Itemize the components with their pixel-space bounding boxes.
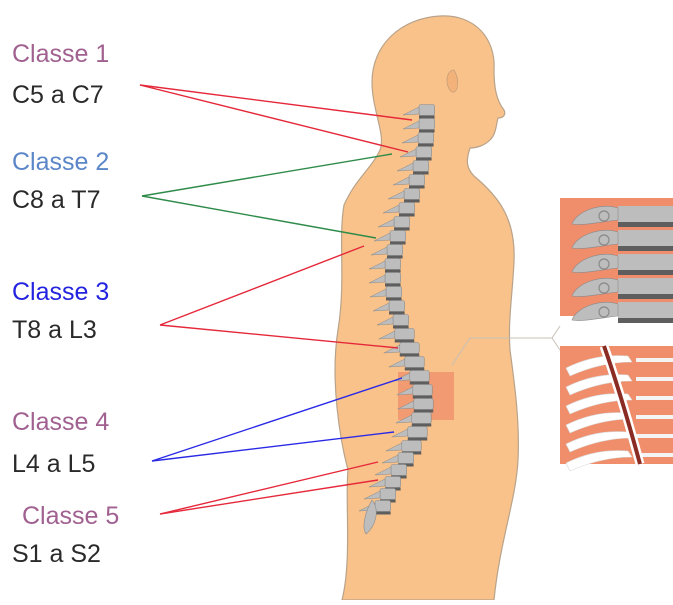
vertebra [412,413,432,424]
class-5-leader-line [160,462,378,514]
intervertebral-disc [405,368,425,371]
vertebra [394,217,410,228]
intervertebral-disc [408,438,428,441]
inset-rib-segment [636,377,673,381]
vertebra [390,231,406,242]
inset-rib-segment [636,415,673,419]
intervertebral-disc [419,130,435,133]
class-5-range: S1 a S2 [12,540,101,568]
inset-rib-segment [636,396,673,400]
intervertebral-disc [375,512,391,515]
inset-vertebra [618,302,673,318]
inset-disc [618,318,673,323]
vertebra [413,161,429,172]
vertebra [414,399,434,410]
intervertebral-disc [416,158,432,161]
class-2-title: Classe 2 [12,148,109,176]
class-3-leader-line [160,246,364,325]
vertebra [416,147,432,158]
intervertebral-disc [413,172,429,175]
vertebra [386,287,402,298]
intervertebral-disc [409,186,425,189]
inset-disc [618,222,673,227]
intervertebral-disc [400,354,420,357]
inset-disc [618,294,673,299]
intervertebral-disc [419,116,435,119]
intervertebral-disc [390,242,406,245]
intervertebral-disc [393,326,409,329]
intervertebral-disc [386,298,402,301]
vertebra [398,453,414,464]
intervertebral-disc [412,424,432,427]
class-1-title: Classe 1 [12,40,109,68]
vertebra [419,119,435,130]
inset-spinal-cord-closeup [560,346,673,471]
vertebra [402,441,422,452]
intervertebral-disc [404,200,420,203]
vertebra [385,259,401,270]
intervertebral-disc [399,214,415,217]
vertebra [409,175,425,186]
vertebra [413,385,433,396]
vertebra [385,477,401,488]
intervertebral-disc [394,228,410,231]
vertebra [387,245,403,256]
vertebra [375,501,391,512]
vertebra [410,371,430,382]
class-4-range: L4 a L5 [12,450,95,478]
vertebra [404,189,420,200]
class-5-leader-line [160,480,378,514]
vertebra [380,489,396,500]
class-1-leader-line [140,85,408,152]
intervertebral-disc [385,284,401,287]
intervertebral-disc [413,396,433,399]
inset-vertebra [618,230,673,246]
vertebra [399,203,415,214]
inset-rib-segment [636,358,673,362]
class-3-range: T8 a L3 [12,316,97,344]
vertebra [389,301,405,312]
inset-disc [618,270,673,275]
inset-vertebrae-closeup [560,198,673,323]
class-4-title: Classe 4 [12,408,109,436]
class-3-title: Classe 3 [12,278,109,306]
class-5-title: Classe 5 [22,502,119,530]
vertebra [395,329,415,340]
class-1-range: C5 a C7 [12,81,104,109]
inset-vertebra [618,206,673,222]
intervertebral-disc [389,312,405,315]
vertebra [408,427,428,438]
vertebra [418,133,434,144]
intervertebral-disc [385,270,401,273]
vertebra [419,105,435,116]
class-2-range: C8 a T7 [12,186,100,214]
class-2-leader-line [142,196,376,238]
vertebra [400,343,420,354]
inset-vertebra [618,254,673,270]
inset-rib-segment [636,434,673,438]
intervertebral-disc [418,144,434,147]
vertebra [405,357,425,368]
human-body-silhouette [335,16,518,600]
intervertebral-disc [410,382,430,385]
vertebra [393,315,409,326]
inset-disc [618,246,673,251]
vertebra [385,273,401,284]
class-1-leader-line [140,85,412,120]
vertebra [391,465,407,476]
intervertebral-disc [395,340,415,343]
intervertebral-disc [414,410,434,413]
intervertebral-disc [387,256,403,259]
inset-vertebra [618,278,673,294]
